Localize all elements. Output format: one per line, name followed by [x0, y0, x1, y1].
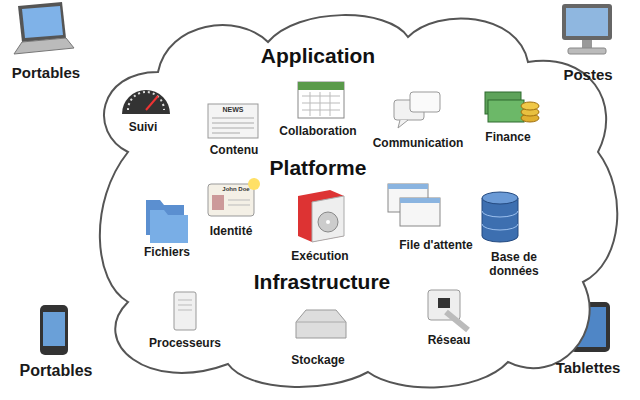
icon-label: Exécution — [291, 249, 348, 263]
database-icon — [482, 192, 518, 242]
icon-label: Communication — [373, 136, 464, 150]
icon-label: Contenu — [210, 143, 259, 157]
desktop-icon — [562, 4, 612, 54]
software-box-icon — [298, 190, 344, 242]
layer-heading: Platforme — [270, 156, 367, 180]
folder-icon — [146, 200, 188, 243]
device-label: Postes — [563, 66, 612, 83]
icon-label: Processeurs — [149, 336, 221, 350]
gauge-icon — [122, 90, 170, 114]
phone-icon — [40, 305, 68, 355]
icon-label: Stockage — [291, 353, 344, 367]
icon-text: NEWS — [223, 106, 244, 113]
layer-heading: Infrastructure — [254, 270, 391, 294]
icon-label: Base de données — [484, 250, 544, 279]
device-label: Tablettes — [556, 359, 621, 376]
icon-label: Suivi — [129, 120, 158, 134]
device-label: Portables — [12, 64, 80, 81]
network-jack-icon — [428, 290, 468, 330]
icon-label: Identité — [210, 224, 253, 238]
money-icon — [485, 92, 539, 122]
cloud-region: ApplicationPlatformeInfrastructure — [88, 2, 623, 394]
newspaper-icon — [208, 104, 258, 138]
chat-icon — [394, 92, 440, 128]
icon-label: Finance — [485, 130, 530, 144]
drive-icon — [296, 310, 346, 338]
icon-label: Fichiers — [144, 245, 190, 259]
icon-label: Collaboration — [279, 124, 356, 138]
icon-label: Réseau — [428, 333, 471, 347]
icon-text: John Doe — [222, 186, 249, 192]
calendar-icon — [298, 82, 344, 118]
window-icon — [388, 184, 440, 226]
icon-label: File d'attente — [399, 238, 473, 252]
id-card-icon — [208, 178, 260, 216]
layer-heading: Application — [261, 44, 375, 68]
laptop-icon — [14, 2, 74, 54]
device-label: Portables — [20, 362, 93, 380]
server-icon — [174, 292, 196, 330]
